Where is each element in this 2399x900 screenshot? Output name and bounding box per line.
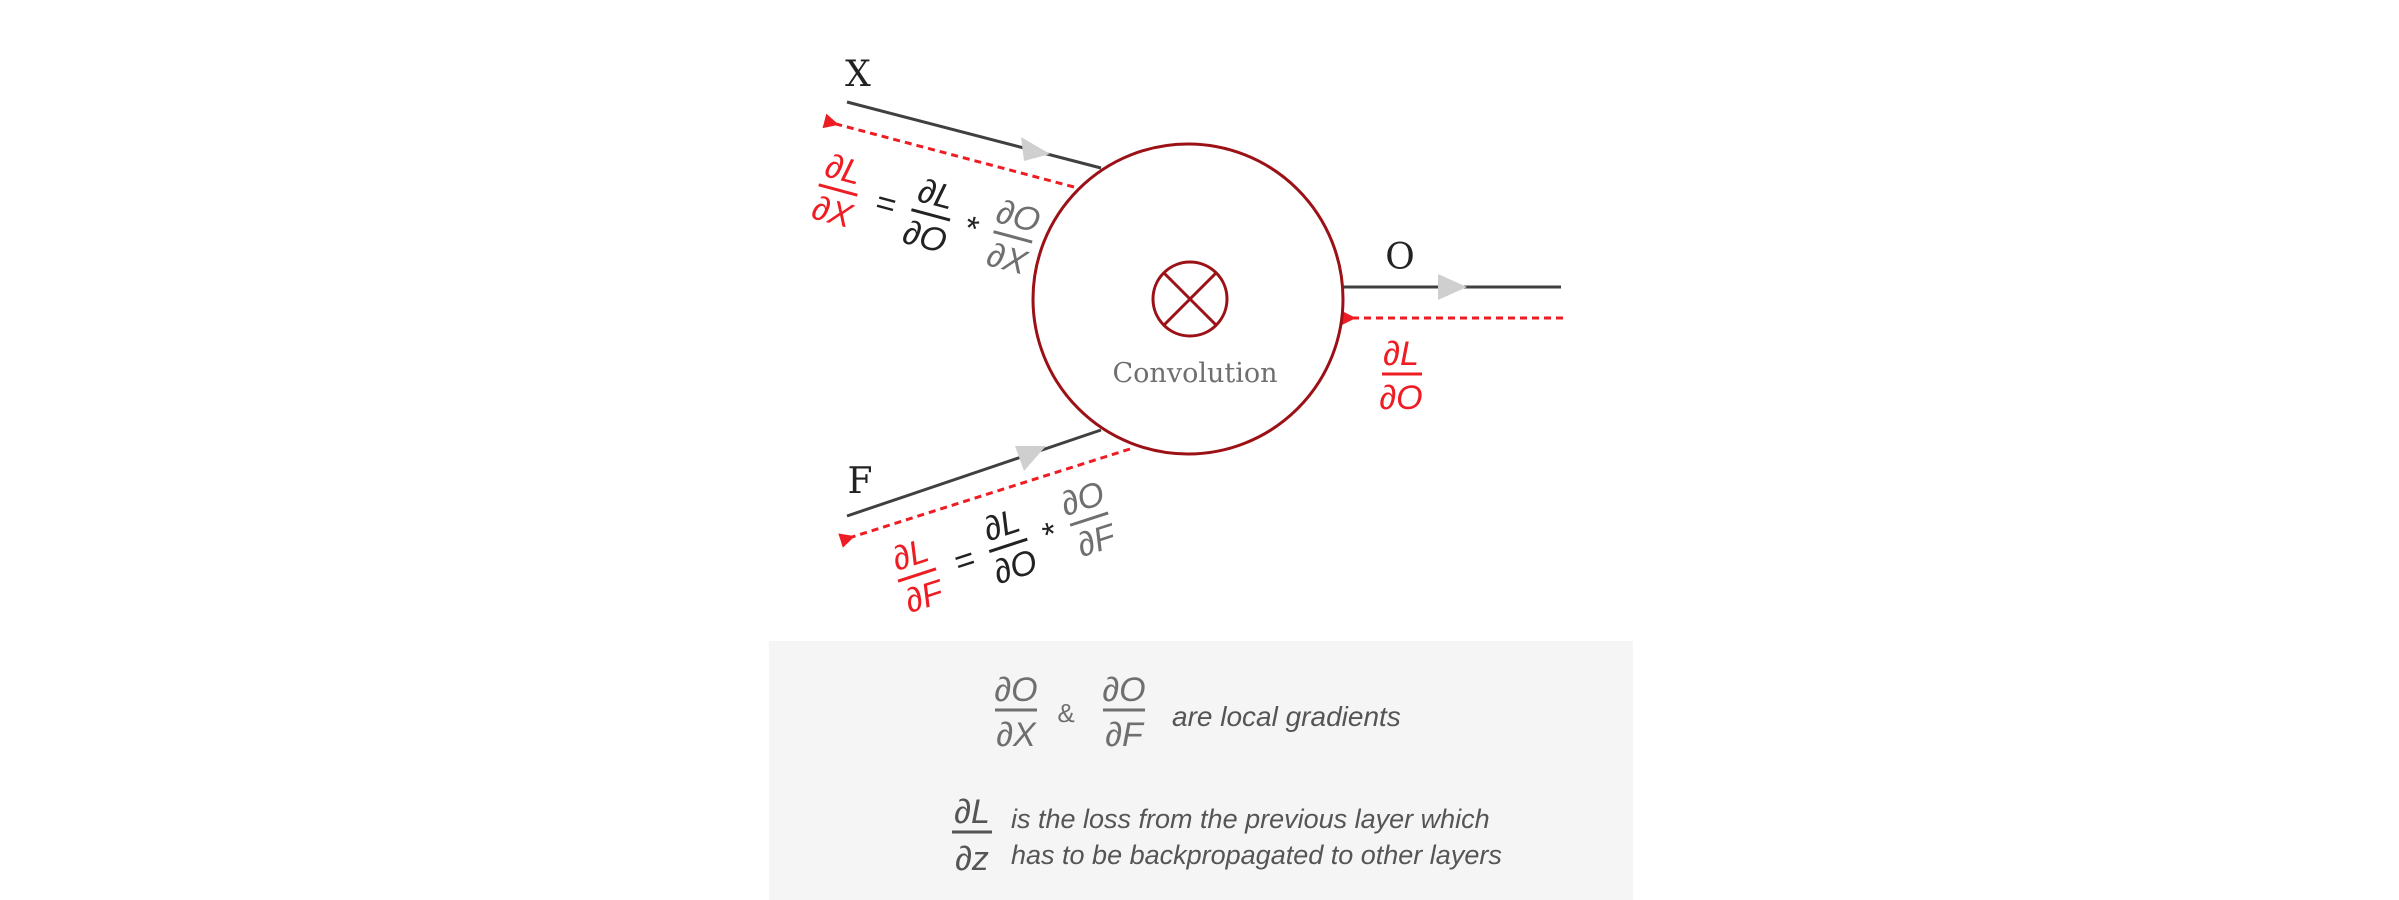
f-forward-arrowhead: [1015, 446, 1046, 471]
legend-loss-row: ∂L ∂z is the loss from the previous laye…: [952, 793, 1502, 878]
multiply-sign: *: [960, 209, 983, 249]
fraction-numerator: ∂L: [954, 793, 990, 831]
dl-df-lhs-fraction: ∂L ∂F: [888, 531, 950, 620]
dl-df-equation: ∂L ∂F = ∂L ∂O * ∂O ∂F: [888, 474, 1123, 620]
dl-do-upstream-fraction: ∂L ∂O: [979, 502, 1042, 592]
fraction-denominator: ∂F: [900, 572, 950, 620]
fraction-denominator: ∂O: [1379, 379, 1422, 417]
fraction-denominator: ∂F: [1073, 516, 1123, 564]
legend-local-gradients-row: ∂O ∂X & ∂O ∂F are local gradients: [994, 671, 1400, 754]
multiply-sign: *: [1038, 515, 1062, 555]
fraction-denominator: ∂X: [808, 189, 857, 236]
equals-sign: =: [872, 183, 901, 225]
o-label: O: [1385, 237, 1415, 278]
legend-loss-text-line2: has to be backpropagated to other layers: [1011, 840, 1502, 870]
fraction-denominator: ∂F: [1105, 716, 1145, 754]
fraction-denominator: ∂O: [899, 213, 951, 261]
circle-times-icon: [1151, 260, 1229, 338]
f-label: F: [848, 461, 873, 502]
x-input-edge: [846, 100, 1102, 170]
fraction-denominator: ∂z: [955, 840, 989, 878]
ampersand: &: [1057, 698, 1074, 728]
legend-do-dx-fraction: ∂O ∂X: [994, 671, 1037, 754]
do-df-local-fraction: ∂O ∂F: [1056, 474, 1123, 564]
dl-dx-lhs-fraction: ∂L ∂X: [808, 147, 866, 236]
dl-do-fraction: ∂L ∂O: [1379, 335, 1422, 417]
legend-local-text: are local gradients: [1172, 701, 1401, 732]
dl-do-upstream-fraction: ∂L ∂O: [899, 172, 958, 261]
fraction-numerator: ∂O: [994, 671, 1037, 709]
x-label: X: [845, 54, 871, 95]
fraction-numerator: ∂O: [1102, 671, 1145, 709]
dl-df-backward-edge: [838, 447, 1131, 548]
node-label: Convolution: [1113, 358, 1278, 389]
x-forward-arrowhead: [1021, 137, 1050, 161]
fraction-denominator: ∂X: [996, 716, 1037, 754]
equals-sign: =: [950, 539, 981, 581]
legend-dl-dz-fraction: ∂L ∂z: [952, 793, 992, 878]
f-input-edge: [846, 428, 1102, 518]
dl-dx-equation: ∂L ∂X = ∂L ∂O * ∂O ∂X: [808, 147, 1044, 283]
dl-dx-backward-edge: [822, 113, 1075, 189]
o-forward-arrowhead: [1438, 274, 1467, 300]
fraction-numerator: ∂L: [1383, 335, 1419, 373]
fraction-denominator: ∂X: [983, 236, 1032, 283]
legend-loss-text-line1: is the loss from the previous layer whic…: [1011, 804, 1490, 834]
legend-panel: [769, 641, 1633, 900]
legend-do-df-fraction: ∂O ∂F: [1102, 671, 1145, 754]
